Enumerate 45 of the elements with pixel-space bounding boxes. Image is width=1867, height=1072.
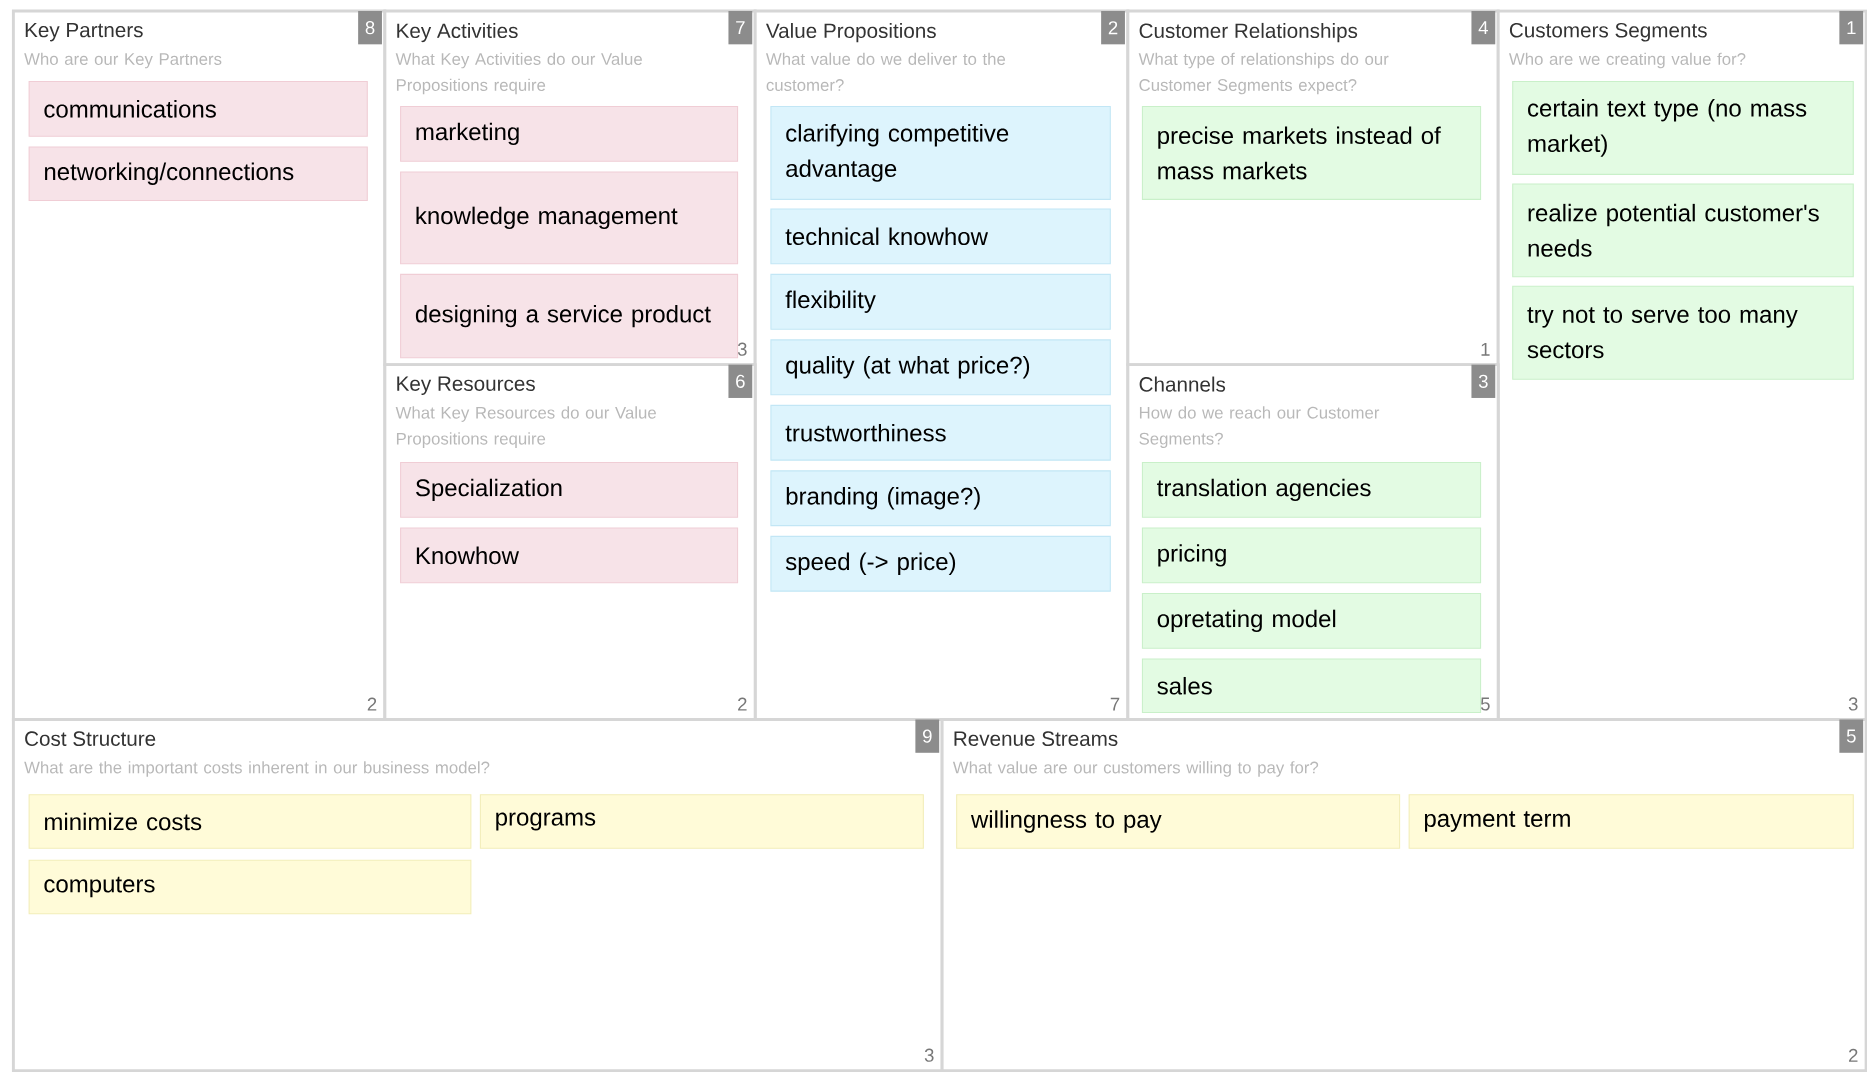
sticky-note: quality (at what price?) bbox=[770, 339, 1111, 396]
number-badge: 8 bbox=[358, 11, 382, 45]
number-badge: 4 bbox=[1471, 11, 1496, 45]
sticky-note: pricing bbox=[1141, 527, 1482, 584]
sticky-note: translation agencies bbox=[1141, 462, 1482, 518]
number-badge: 2 bbox=[1101, 11, 1125, 45]
count-label: 1 bbox=[1481, 342, 1490, 356]
sticky-note: communications bbox=[28, 80, 368, 137]
sticky-note: computers bbox=[28, 859, 472, 915]
number-badge: 5 bbox=[1839, 719, 1864, 753]
count-label: 3 bbox=[924, 1048, 934, 1062]
sticky-note: networking/connections bbox=[28, 146, 368, 202]
sticky-note: Specialization bbox=[400, 462, 739, 518]
sticky-note: Knowhow bbox=[400, 527, 739, 584]
sticky-note: trustworthiness bbox=[770, 404, 1111, 461]
number-badge: 1 bbox=[1839, 11, 1864, 45]
number-badge: 9 bbox=[915, 719, 940, 753]
sticky-note: realize potential customer's needs bbox=[1512, 183, 1854, 278]
sticky-note: designing a service product bbox=[400, 273, 739, 359]
sticky-note: knowledge management bbox=[400, 171, 739, 265]
number-badge: 7 bbox=[728, 11, 753, 45]
sticky-note: sales bbox=[1141, 658, 1482, 714]
sticky-note: speed (-> price) bbox=[770, 535, 1111, 592]
sticky-note: clarifying competitive advantage bbox=[770, 105, 1111, 200]
sticky-note: opretating model bbox=[1141, 592, 1482, 649]
sticky-note: precise markets instead of mass markets bbox=[1141, 105, 1482, 200]
sticky-note: programs bbox=[479, 794, 924, 849]
sticky-note: marketing bbox=[400, 105, 739, 162]
sticky-note: flexibility bbox=[770, 273, 1111, 330]
count-label: 2 bbox=[738, 697, 747, 711]
count-label: 5 bbox=[1480, 697, 1490, 711]
sticky-note: try not to serve too many sectors bbox=[1512, 285, 1854, 380]
count-label: 7 bbox=[1110, 697, 1120, 711]
sticky-note: branding (image?) bbox=[770, 470, 1111, 527]
number-badge: 6 bbox=[728, 364, 753, 398]
sticky-note: willingness to pay bbox=[956, 794, 1401, 849]
count-label: 3 bbox=[737, 342, 747, 356]
count-label: 2 bbox=[1849, 1048, 1858, 1062]
sticky-note: minimize costs bbox=[28, 794, 472, 849]
sticky-note: technical knowhow bbox=[770, 208, 1111, 265]
sticky-note: payment term bbox=[1408, 794, 1854, 849]
sticky-note: certain text type (no mass market) bbox=[1512, 80, 1854, 175]
count-label: 2 bbox=[367, 697, 377, 711]
count-label: 3 bbox=[1848, 697, 1858, 711]
number-badge: 3 bbox=[1471, 364, 1496, 398]
